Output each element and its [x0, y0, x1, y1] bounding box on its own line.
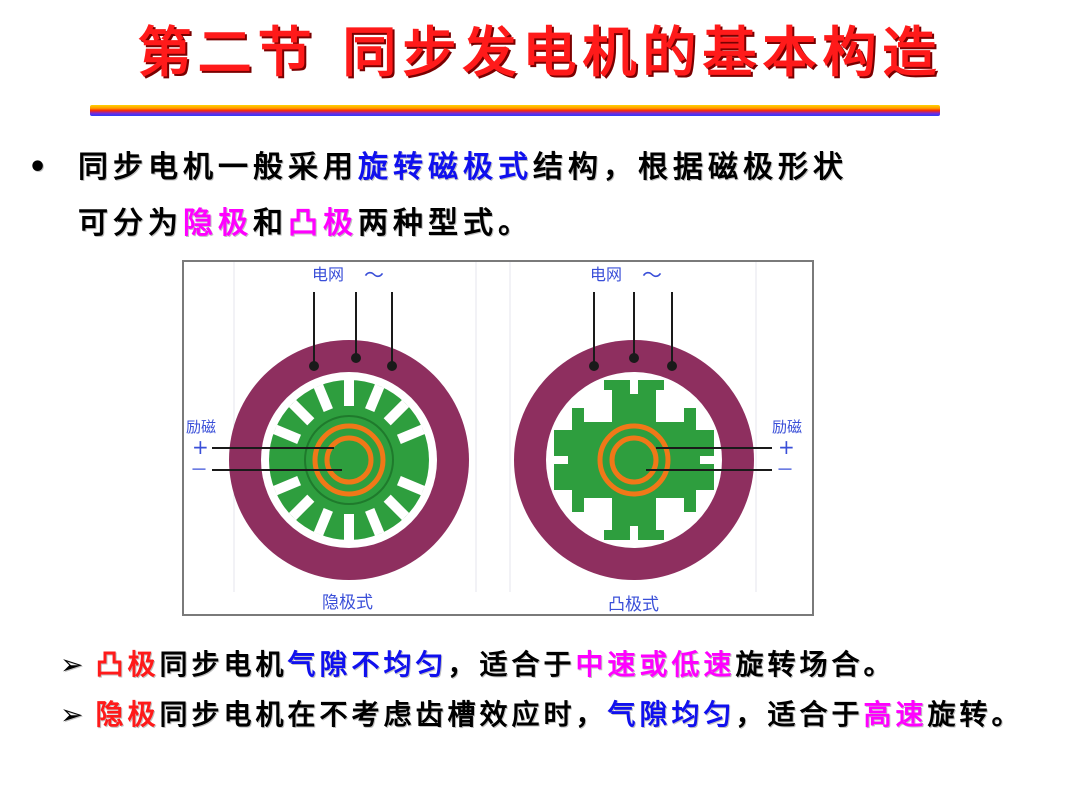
- intro-text-1: 同步电机一般采用: [78, 150, 358, 185]
- salient-plus-sign: +: [778, 435, 795, 459]
- notes-section: ➢凸极同步电机气隙不均匀，适合于中速或低速旋转场合。 ➢隐极同步电机在不考虑齿槽…: [60, 640, 1050, 740]
- salient-coil-outer: [597, 423, 671, 497]
- arrow-bullet-icon: ➢: [60, 648, 88, 681]
- nonsalient-grid-label: 电网: [312, 265, 344, 284]
- arrow-bullet-icon: ➢: [60, 698, 88, 731]
- intro-text-3: 可分为: [78, 206, 183, 241]
- nonsalient-coil-inner: [324, 435, 374, 485]
- bullet-dot: •: [28, 150, 53, 185]
- note1-uneven-gap: 气隙不均匀: [287, 648, 448, 681]
- intro-highlight-nonsalient: 隐极: [183, 206, 253, 241]
- page-title: 第二节 同步发电机的基本构造: [137, 20, 943, 84]
- note-nonsalient: ➢隐极同步电机在不考虑齿槽效应时，气隙均匀，适合于高速旋转。: [60, 690, 1050, 740]
- salient-grid-leads: [593, 292, 673, 366]
- note2-text-1: 同步电机在不考虑齿槽效应时，: [159, 698, 608, 731]
- intro-text-5: 两种型式。: [358, 206, 533, 241]
- salient-pole-notches: [554, 380, 714, 540]
- salient-grid-label: 电网: [590, 265, 622, 284]
- intro-text: 同步电机一般采用旋转磁极式结构，根据磁极形状 可分为隐极和凸极两种型式。: [78, 140, 1038, 252]
- intro-paragraph: • 同步电机一般采用旋转磁极式结构，根据磁极形状 可分为隐极和凸极两种型式。: [28, 140, 1038, 252]
- note1-text-3: 旋转场合。: [735, 648, 896, 681]
- salient-grid-symbol: ～: [642, 263, 662, 287]
- generator-diagram: 电网 ～ 励磁 + － 隐极式: [182, 260, 814, 616]
- intro-text-4: 和: [253, 206, 288, 241]
- nonsalient-minus-sign: －: [190, 460, 208, 481]
- nonsalient-machine: 电网 ～ 励磁 + － 隐极式: [186, 263, 469, 613]
- nonsalient-excitation-label: 励磁: [186, 418, 216, 436]
- note2-high-speed: 高速: [863, 698, 928, 731]
- note2-text-3: 旋转。: [927, 698, 1024, 731]
- intro-highlight-salient: 凸极: [288, 206, 358, 241]
- nonsalient-rotor-slots: [273, 380, 425, 540]
- note2-uniform-gap: 气隙均匀: [607, 698, 736, 731]
- note1-text-1: 同步电机: [159, 648, 288, 681]
- note2-text-2: ，适合于: [735, 698, 864, 731]
- nonsalient-excitation-leads: [212, 447, 342, 471]
- note2-nonsalient-term: 隐极: [95, 698, 160, 731]
- nonsalient-grid-symbol: ～: [364, 263, 384, 287]
- salient-minus-sign: －: [776, 460, 794, 481]
- note1-salient-term: 凸极: [95, 648, 160, 681]
- salient-excitation-leads: [646, 447, 772, 471]
- nonsalient-plus-sign: +: [192, 435, 209, 459]
- nonsalient-coil-outer: [312, 423, 386, 497]
- note1-text-2: ，适合于: [447, 648, 576, 681]
- note-salient: ➢凸极同步电机气隙不均匀，适合于中速或低速旋转场合。: [60, 640, 1050, 690]
- salient-excitation-label: 励磁: [772, 418, 802, 436]
- title-underline: [90, 105, 940, 116]
- nonsalient-caption: 隐极式: [322, 593, 373, 613]
- salient-machine: 电网 ～ 励磁 + － 凸极式: [514, 263, 802, 614]
- nonsalient-grid-leads: [313, 292, 393, 366]
- salient-coil-inner: [609, 435, 659, 485]
- salient-rotor: [554, 380, 714, 540]
- note1-speed-range: 中速或低速: [575, 648, 736, 681]
- intro-highlight-rotating-pole: 旋转磁极式: [358, 150, 533, 185]
- generator-diagram-svg: 电网 ～ 励磁 + － 隐极式: [186, 262, 802, 614]
- intro-text-2: 结构，根据磁极形状: [533, 150, 848, 185]
- salient-caption: 凸极式: [608, 595, 659, 614]
